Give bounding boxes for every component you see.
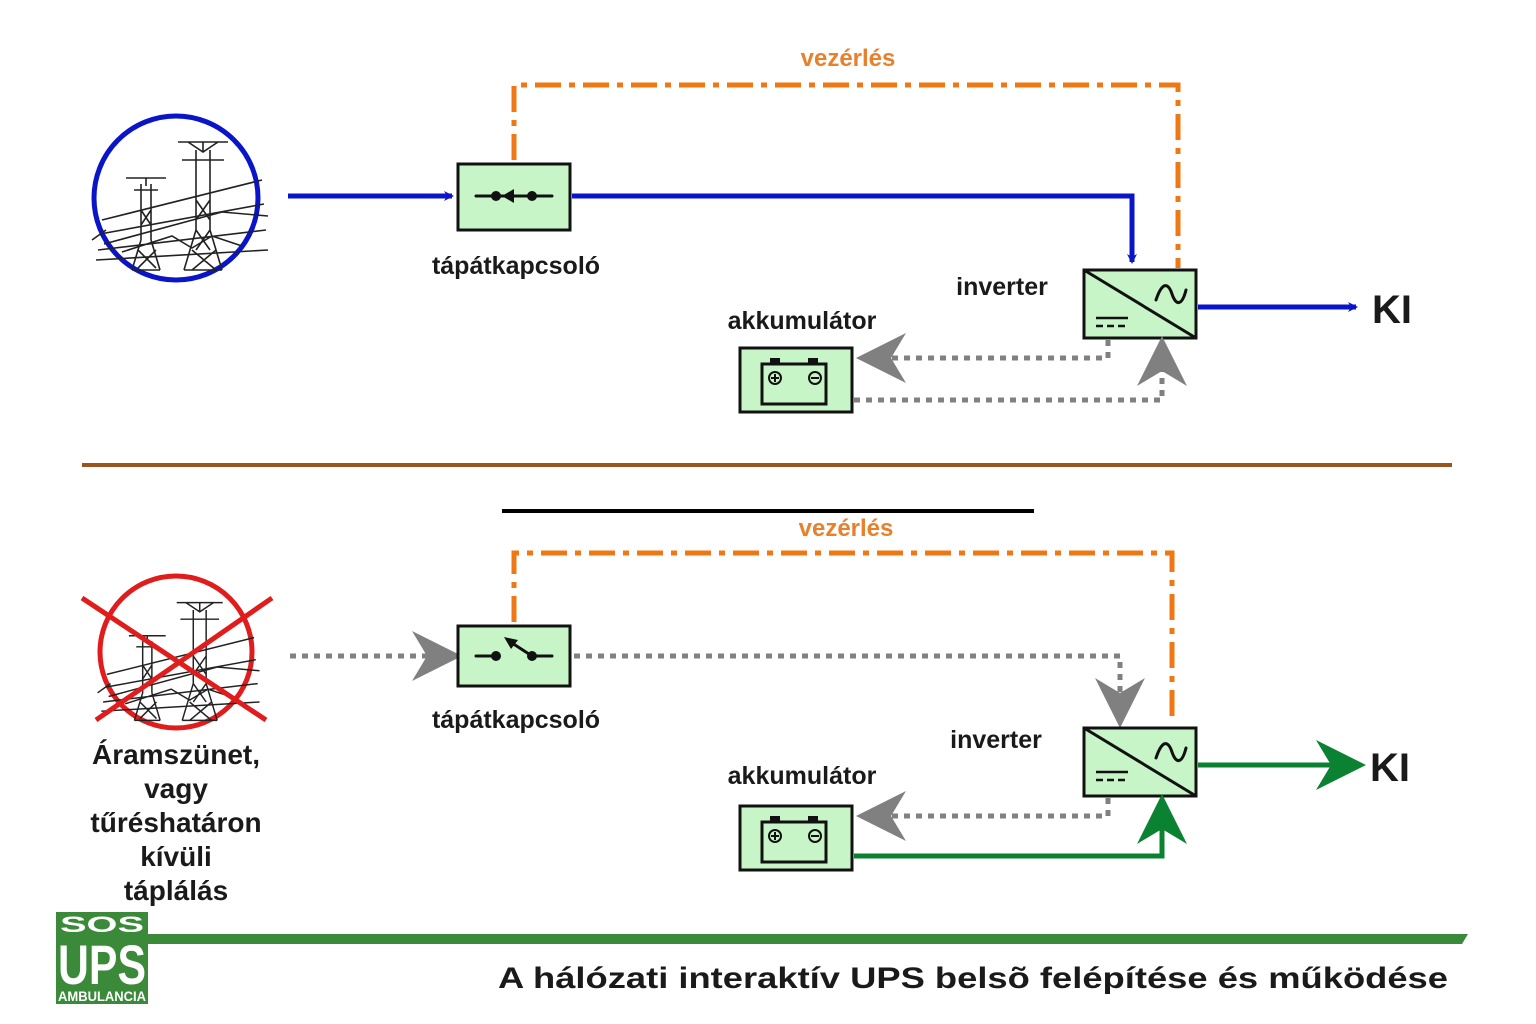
bottom-panel: vezérlés Áramszünet, vagy tűréshatáron k… [80,515,1410,906]
discharge-line [854,794,1187,859]
battery[interactable] [738,804,854,872]
inverter-label: inverter [950,726,1042,754]
ac-wave-icon [1154,284,1188,304]
fault-text: Áramszünet, vagy tűréshatáron kívüli táp… [90,739,261,906]
logo-top: SOS [60,912,144,937]
caption: A hálózati interaktív UPS belsõ felépíté… [498,962,1448,995]
logo-mid: UPS [58,933,146,996]
fault-text-line: vagy [144,773,208,804]
mains-to-inverter-line [572,193,1137,264]
top-panel: vezérlés tápátkapcsoló [91,45,1412,414]
inverter-label: inverter [956,273,1048,301]
ac-wave-icon [1154,742,1188,762]
power-tower-icon [91,113,269,283]
switch-label: tápátkapcsoló [432,706,600,734]
control-label: vezérlés [801,45,896,72]
sos-ups-logo: SOS UPS AMBULANCIA [56,912,148,1004]
inverter[interactable] [1082,726,1198,798]
control-line [511,82,1181,268]
charge-line [856,333,1111,383]
fault-text-line: tűréshatáron [90,807,261,838]
switch-label: tápátkapcsoló [432,252,600,280]
control-label: vezérlés [799,515,894,542]
battery[interactable] [738,346,854,414]
dc-symbol-icon [1096,770,1128,782]
charge-line [856,791,1111,841]
fault-text-line: táplálás [124,875,228,906]
battery-label: akkumulátor [728,762,877,790]
footer: SOS UPS AMBULANCIA A hálózati interaktív… [56,912,1468,1004]
transfer-switch[interactable] [456,624,572,688]
transfer-switch[interactable] [456,162,572,232]
logo-bottom: AMBULANCIA [58,988,146,1004]
closed-switch-icon [474,189,554,203]
output-label: KI [1370,746,1410,790]
dc-symbol-icon [1096,316,1128,328]
open-switch-icon [474,637,554,661]
discharge-line [854,336,1187,403]
inverter[interactable] [1082,268,1198,340]
battery-label: akkumulátor [728,307,877,335]
battery-icon [760,816,828,864]
control-line [511,550,1175,724]
output-label: KI [1372,288,1412,332]
battery-icon [760,358,828,406]
mains-to-inverter-line [574,653,1145,728]
fault-text-line: kívüli [140,841,212,872]
power-tower-crossed-icon [80,573,274,731]
fault-text-line: Áramszünet, [92,739,260,770]
footer-bar [148,934,1468,944]
